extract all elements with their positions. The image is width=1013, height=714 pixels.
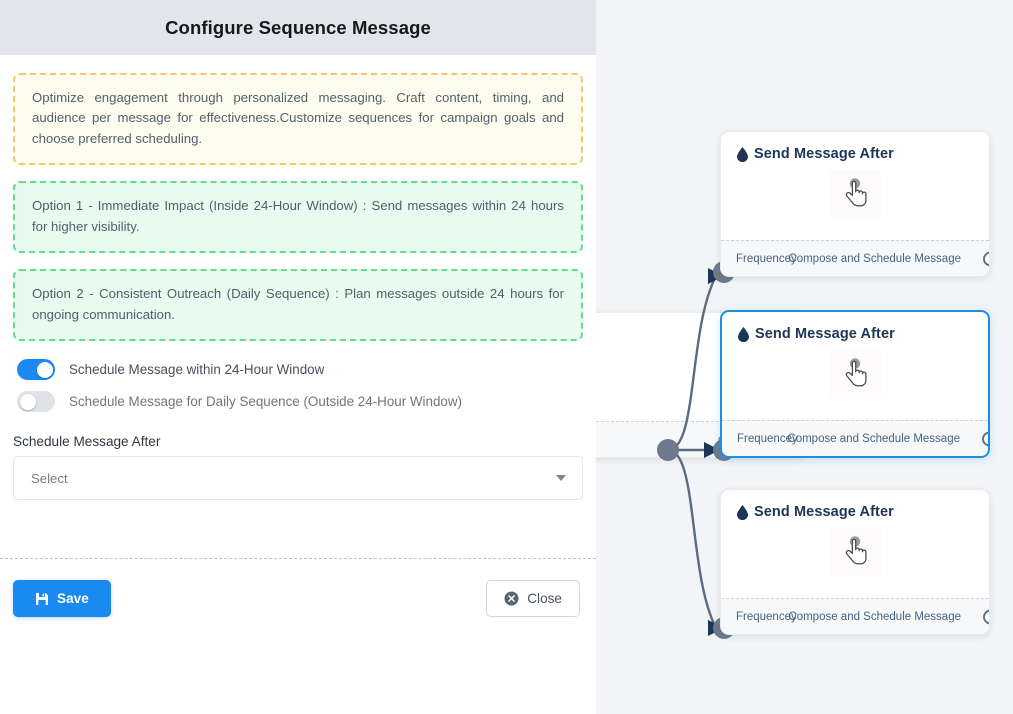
pointing-hand-icon	[845, 357, 867, 386]
card-title-row: Send Message After	[721, 490, 989, 520]
modal-header: Configure Sequence Message	[0, 0, 596, 55]
card-body: Send Message After	[721, 490, 989, 598]
toggle-label-daily-sequence: Schedule Message for Daily Sequence (Out…	[69, 394, 462, 410]
water-drop-icon	[737, 504, 748, 520]
modal-body: Optimize engagement through personalized…	[0, 55, 596, 501]
info-note-option-2: Option 2 - Consistent Outreach (Daily Se…	[13, 269, 583, 342]
card-body: Send Message After	[721, 132, 989, 240]
card-footer: Frequencey Compose and Schedule Message	[721, 240, 989, 276]
card-footer-right-label: Compose and Schedule Message	[788, 610, 961, 623]
card-body: Send Message After	[722, 312, 988, 420]
schedule-after-value: Select	[31, 470, 68, 486]
card-footer: Frequencey Compose and Schedule Message	[722, 420, 988, 456]
modal-footer: Save Close	[0, 558, 596, 714]
water-drop-icon	[738, 326, 749, 342]
flow-card-3[interactable]: Send Message After Frequencey Compose an…	[720, 489, 990, 635]
info-note-option-1: Option 1 - Immediate Impact (Inside 24-H…	[13, 181, 583, 254]
save-button-label: Save	[57, 591, 89, 606]
flow-card-1[interactable]: Send Message After Frequencey Compose an…	[720, 131, 990, 277]
toggle-knob	[36, 361, 53, 378]
water-drop-icon	[737, 146, 748, 162]
card-body-icon-frame	[829, 350, 881, 399]
pointing-hand-icon	[845, 177, 867, 206]
info-note-warning: Optimize engagement through personalized…	[13, 73, 583, 166]
save-button[interactable]: Save	[13, 580, 111, 617]
toggle-switch-within-24h[interactable]	[17, 359, 55, 381]
card-title-text: Send Message After	[755, 326, 895, 342]
close-button[interactable]: Close	[486, 580, 580, 617]
schedule-after-select[interactable]: Select	[13, 456, 583, 501]
card-body-icon-frame	[829, 170, 881, 219]
toggle-label-within-24h: Schedule Message within 24-Hour Window	[69, 362, 325, 378]
arrowhead-middle	[704, 442, 720, 458]
page-title: Configure Sequence Message	[165, 16, 431, 38]
pointing-hand-icon	[845, 535, 867, 564]
toggle-group: Schedule Message within 24-Hour Window S…	[17, 359, 583, 413]
card-title-row: Send Message After	[721, 132, 989, 162]
card-footer-left-label: Frequencey	[737, 432, 798, 445]
schedule-after-label: Schedule Message After	[13, 434, 161, 450]
card-title-row: Send Message After	[722, 312, 988, 342]
toggle-switch-daily-sequence[interactable]	[17, 391, 55, 413]
card-footer-right-label: Compose and Schedule Message	[788, 252, 961, 265]
toggle-row-daily-sequence[interactable]: Schedule Message for Daily Sequence (Out…	[17, 391, 583, 413]
card-output-handle[interactable]	[983, 609, 989, 624]
card-footer-right-label: Compose and Schedule Message	[787, 432, 960, 445]
configure-sequence-modal: Configure Sequence Message Optimize enga…	[0, 0, 596, 714]
toggle-row-within-24h[interactable]: Schedule Message within 24-Hour Window	[17, 359, 583, 381]
card-footer-left-label: Frequencey	[736, 252, 797, 265]
node-source-handle	[657, 439, 679, 461]
card-title-text: Send Message After	[754, 146, 894, 162]
card-body-icon-frame	[829, 528, 881, 577]
floppy-disk-icon	[36, 592, 48, 605]
card-footer-left-label: Frequencey	[736, 610, 797, 623]
flow-card-2-selected[interactable]: Send Message After Frequencey Compose an…	[720, 310, 990, 458]
flow-canvas[interactable]: ce Message	[596, 0, 1013, 714]
card-output-handle[interactable]	[982, 431, 988, 446]
close-button-label: Close	[527, 591, 562, 606]
card-title-text: Send Message After	[754, 504, 894, 520]
card-footer: Frequencey Compose and Schedule Message	[721, 598, 989, 634]
chevron-down-icon	[556, 475, 566, 482]
toggle-knob	[19, 393, 36, 410]
card-output-handle[interactable]	[983, 251, 989, 266]
circle-x-icon	[504, 591, 519, 606]
